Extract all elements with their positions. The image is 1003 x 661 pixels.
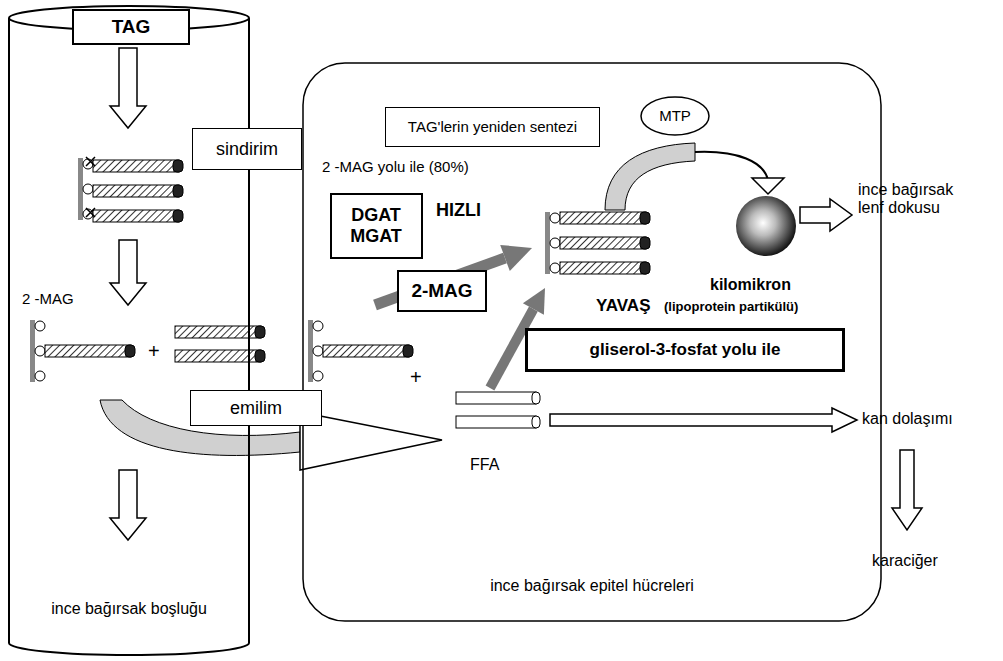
destination-label: kan dolaşımı bbox=[862, 410, 953, 428]
molecule-label: FFA bbox=[470, 456, 499, 474]
pathway-note: 2 -MAG yolu ile (80%) bbox=[322, 158, 469, 175]
lumen-cylinder: ince bağırsak boşluğu TAG bbox=[8, 5, 250, 657]
box-text: TAG'lerin yeniden sentezi bbox=[408, 118, 577, 135]
pathway-box: 2-MAG bbox=[397, 270, 487, 312]
box-text: MTP bbox=[659, 107, 691, 124]
molecule-label: 2 -MAG bbox=[22, 290, 74, 307]
speed-label: HIZLI bbox=[436, 200, 481, 221]
destination-label: karaciğer bbox=[872, 552, 938, 570]
epithelial-cell: ince bağırsak epitel hücreleri TAG'lerin … bbox=[302, 62, 882, 622]
enzyme-ellipse: MTP bbox=[640, 96, 710, 136]
process-box: TAG'lerin yeniden sentezi bbox=[385, 107, 600, 147]
box-text: sindirim bbox=[216, 139, 278, 160]
box-text: TAG bbox=[112, 16, 151, 38]
box-text: DGAT MGAT bbox=[332, 205, 421, 246]
tag-box: TAG bbox=[72, 9, 190, 45]
cyl-outline bbox=[8, 5, 250, 657]
box-text: emilim bbox=[230, 398, 282, 419]
speed-label: YAVAŞ bbox=[596, 296, 651, 316]
step-box: emilim bbox=[190, 390, 322, 426]
particle-label: kilomikron bbox=[710, 276, 791, 294]
region-label: ince bağırsak boşluğu bbox=[8, 600, 250, 618]
plus-sign: + bbox=[410, 366, 422, 389]
enzyme-box: DGAT MGAT bbox=[330, 193, 423, 259]
destination-label: ince bağırsak lenf dokusu bbox=[858, 181, 976, 218]
box-text: 2-MAG bbox=[411, 280, 472, 302]
plus-sign: + bbox=[148, 340, 160, 363]
region-label: ince bağırsak epitel hücreleri bbox=[302, 577, 882, 595]
pathway-box: gliserol-3-fosfat yolu ile bbox=[525, 328, 845, 372]
box-text: gliserol-3-fosfat yolu ile bbox=[590, 340, 781, 360]
step-box: sindirim bbox=[192, 128, 302, 170]
particle-note: (lipoprotein partikülü) bbox=[664, 300, 798, 315]
